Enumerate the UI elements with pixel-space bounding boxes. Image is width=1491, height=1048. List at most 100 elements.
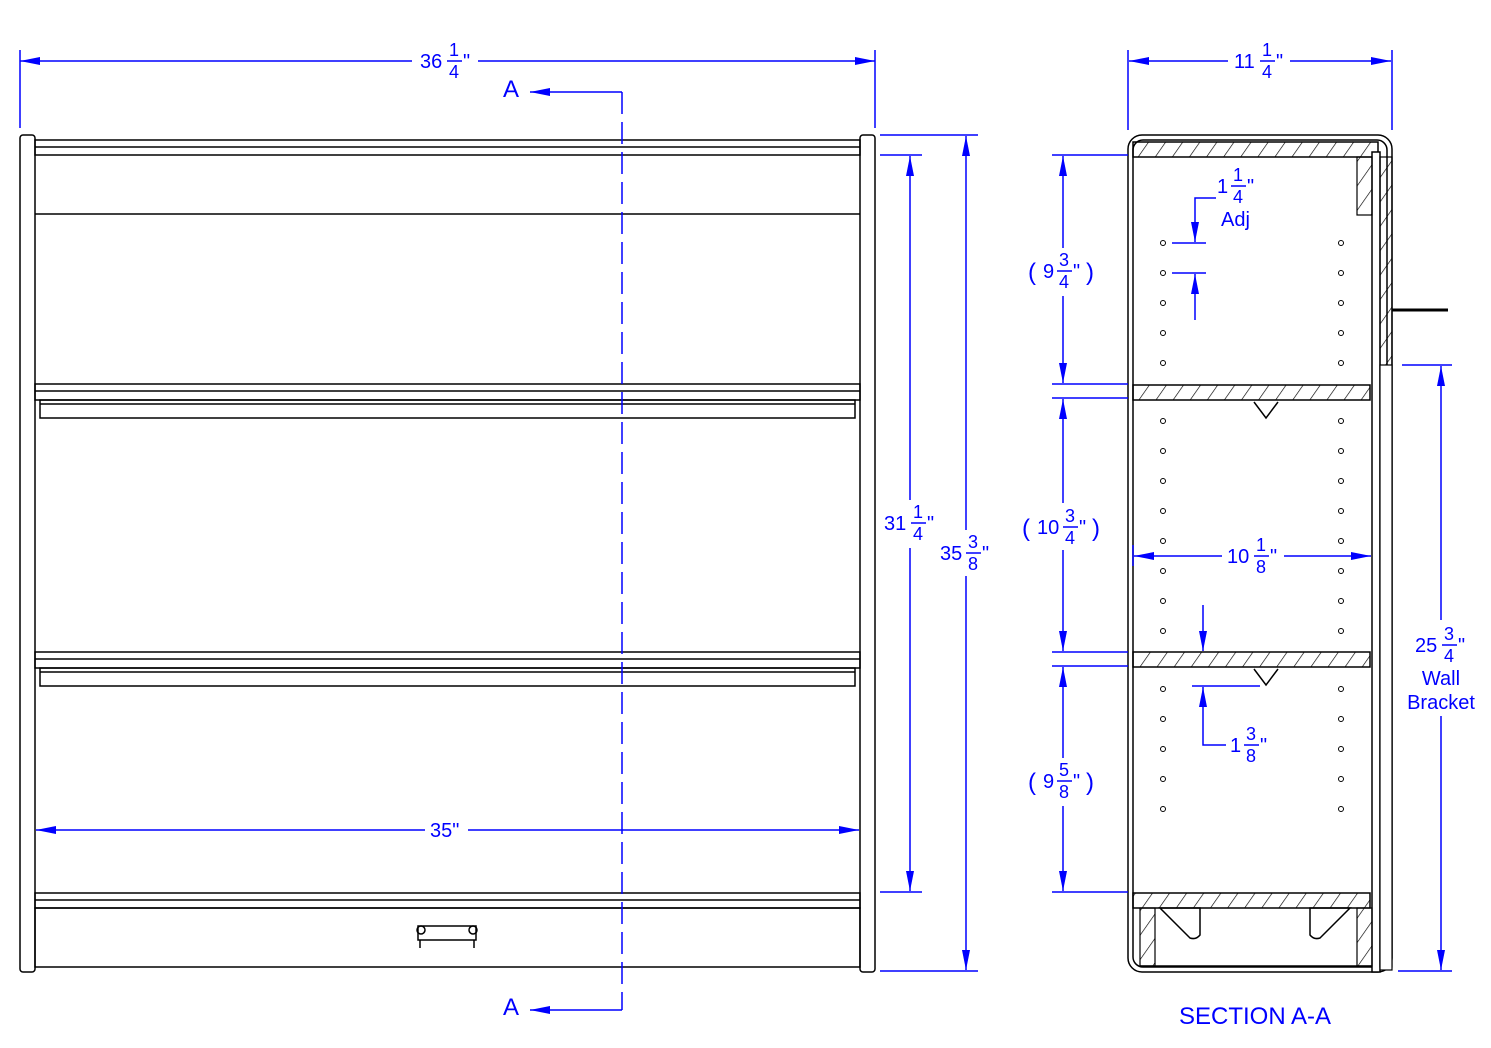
shelf-pin-hole: [1338, 478, 1344, 484]
shelf-pin-hole: [1338, 686, 1344, 692]
top-cleat: [1356, 156, 1373, 216]
shelf-pin-hole: [1338, 240, 1344, 246]
top-opening-dimension: ( 9 3 4 " ): [1028, 250, 1094, 292]
svg-text:1: 1: [1256, 535, 1266, 555]
svg-text:": ": [463, 51, 470, 73]
depth-dimension: 11 1 4 ": [1234, 40, 1283, 82]
svg-text:8: 8: [1059, 782, 1069, 802]
opening-extension-lines: [1052, 154, 1128, 893]
svg-text:": ": [1260, 735, 1267, 757]
section-marker-bottom: A: [503, 994, 519, 1021]
svg-text:9: 9: [1043, 261, 1054, 283]
svg-text:": ": [1247, 176, 1254, 198]
adjustment-dimension: 1 1 4 " Adj: [1217, 165, 1254, 231]
svg-text:1: 1: [449, 40, 459, 60]
svg-text:(: (: [1028, 259, 1036, 286]
svg-text:): ): [1086, 769, 1094, 796]
inner-height-dimension: 31 1 4 ": [884, 502, 934, 544]
svg-text:1: 1: [913, 502, 923, 522]
svg-text:35: 35: [940, 543, 962, 565]
svg-text:(: (: [1022, 515, 1030, 542]
top-panel: [1132, 141, 1379, 158]
svg-text:): ): [1086, 259, 1094, 286]
svg-text:": ": [1276, 51, 1283, 73]
svg-text:4: 4: [449, 62, 459, 82]
svg-text:Adj: Adj: [1221, 209, 1250, 231]
svg-text:): ): [1092, 515, 1100, 542]
section-view: 11 1 4 " 1 1 4 " Adj: [1022, 40, 1475, 1030]
shelf-pin-hole: [1338, 270, 1344, 276]
svg-text:": ": [1073, 771, 1080, 793]
svg-text:8: 8: [1246, 746, 1256, 766]
section-shelf-1: [1132, 384, 1371, 401]
svg-text:36: 36: [420, 51, 442, 73]
bottom-opening-dimension: ( 9 5 8 " ): [1028, 760, 1094, 802]
svg-text:3: 3: [968, 532, 978, 552]
wall-bracket-dimension: 25 3 4 " Wall Bracket: [1407, 624, 1475, 714]
shelf-clip-icon: [1253, 668, 1279, 687]
svg-text:3: 3: [1059, 250, 1069, 270]
svg-text:4: 4: [1065, 528, 1075, 548]
section-marker-top: A: [503, 76, 519, 103]
shelf-pin-hole: [1338, 330, 1344, 336]
svg-text:31: 31: [884, 513, 906, 535]
shelf-pin-hole: [1160, 418, 1166, 424]
shelf-pin-hole: [1338, 806, 1344, 812]
shelf-pin-hole: [1338, 360, 1344, 366]
svg-text:": ": [1079, 517, 1086, 539]
svg-text:4: 4: [1059, 272, 1069, 292]
svg-text:1: 1: [1230, 735, 1241, 757]
caster-bracket-icon: [1158, 907, 1201, 940]
svg-text:(: (: [1028, 769, 1036, 796]
shelf-pin-hole: [1160, 300, 1166, 306]
shelf-depth-dimension: 10 1 8 ": [1227, 535, 1277, 577]
shelf-pin-holes: [1160, 240, 1344, 812]
svg-text:10: 10: [1227, 546, 1249, 568]
shelf-clip-icon: [1253, 401, 1279, 420]
svg-text:": ": [982, 543, 989, 565]
shelf-pin-hole: [1160, 598, 1166, 604]
svg-text:4: 4: [1262, 62, 1272, 82]
front-view: A A 36 1 4 " 35" 31 1 4 ": [19, 40, 989, 1021]
svg-text:4: 4: [1233, 187, 1243, 207]
section-bottom-shelf: [1132, 892, 1371, 909]
overall-height-dimension: 35 3 8 ": [940, 532, 989, 574]
shelf-1: [34, 383, 861, 419]
inner-width-dimension: 35": [430, 820, 459, 842]
shelf-pin-hole: [1338, 418, 1344, 424]
shelf-pin-hole: [1338, 628, 1344, 634]
shelf-pin-hole: [1160, 538, 1166, 544]
shelf-thickness-dimension: 1 3 8 ": [1230, 724, 1267, 766]
shelf-pin-hole: [1338, 746, 1344, 752]
svg-text:": ": [1458, 635, 1465, 657]
svg-text:": ": [927, 513, 934, 535]
shelf-2: [34, 651, 861, 687]
shelf-pin-hole: [1160, 746, 1166, 752]
right-side-panel: [859, 134, 876, 973]
shelf-pin-hole: [1160, 508, 1166, 514]
overall-width-dimension: 36 1 4 ": [420, 40, 470, 82]
shelf-pin-hole: [1338, 300, 1344, 306]
shelf-pin-hole: [1338, 716, 1344, 722]
shelf-pin-hole: [1160, 478, 1166, 484]
section-shelf-2: [1132, 651, 1371, 668]
svg-text:Bracket: Bracket: [1407, 692, 1475, 714]
shelf-pin-hole: [1338, 508, 1344, 514]
shelf-pin-hole: [1338, 598, 1344, 604]
back-panel: [1371, 151, 1381, 973]
svg-text:": ": [1270, 546, 1277, 568]
bottom-shelf: [34, 892, 861, 968]
svg-text:25: 25: [1415, 635, 1437, 657]
svg-text:8: 8: [1256, 557, 1266, 577]
svg-text:": ": [1073, 261, 1080, 283]
svg-text:8: 8: [968, 554, 978, 574]
left-side-panel: [19, 134, 36, 973]
shelf-pin-hole: [1160, 330, 1166, 336]
svg-text:Wall: Wall: [1422, 668, 1460, 690]
svg-text:1: 1: [1262, 40, 1272, 60]
shelf-pin-hole: [1160, 716, 1166, 722]
svg-text:3: 3: [1246, 724, 1256, 744]
caster-lock-icon: [416, 925, 478, 948]
caster-bracket-icon: [1309, 907, 1352, 940]
wall-bracket-rail: [1379, 364, 1393, 971]
